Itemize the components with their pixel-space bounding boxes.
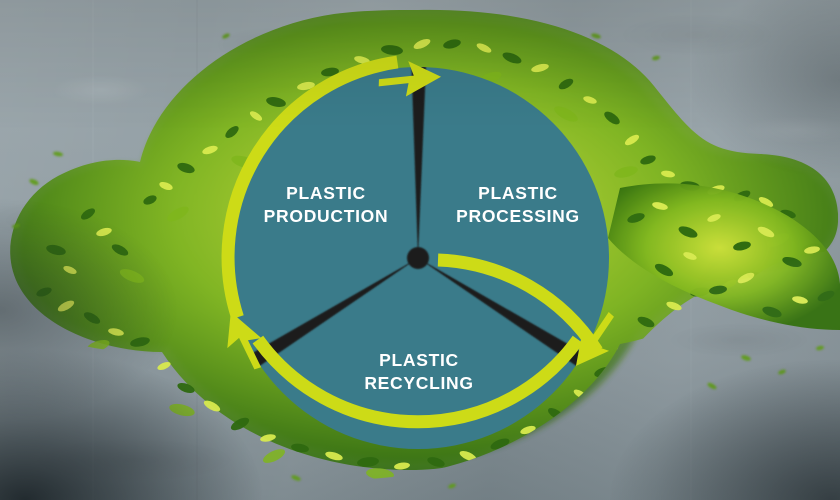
background-vignette bbox=[0, 0, 840, 500]
infographic-canvas: PLASTIC PRODUCTION PLASTIC PROCESSING PL… bbox=[0, 0, 840, 500]
